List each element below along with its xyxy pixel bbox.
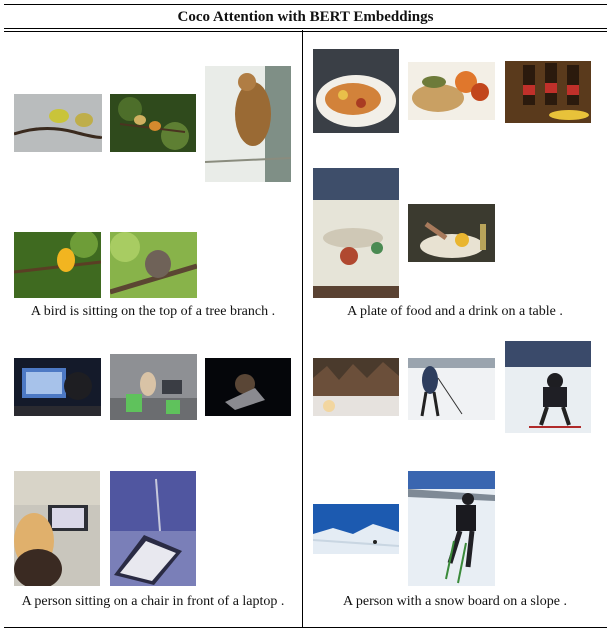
table-title: Coco Attention with BERT Embeddings xyxy=(177,9,434,25)
cell-caption: A person sitting on a chair in front of … xyxy=(21,594,285,609)
top-rule xyxy=(4,4,607,5)
cell-caption: A bird is sitting on the top of a tree b… xyxy=(30,304,276,319)
bird-image xyxy=(110,232,197,298)
column-divider xyxy=(302,30,303,628)
bird-image xyxy=(205,66,291,182)
snow-image xyxy=(408,471,495,586)
food-image xyxy=(313,49,399,133)
laptop-image xyxy=(14,358,101,416)
laptop-image xyxy=(205,358,291,416)
food-image xyxy=(313,168,399,298)
food-image xyxy=(408,204,495,262)
snow-image xyxy=(505,341,591,433)
drink-image xyxy=(505,61,591,123)
bird-image xyxy=(14,94,102,152)
cell-caption: A plate of food and a drink on a table . xyxy=(347,304,563,319)
laptop-image xyxy=(110,354,197,420)
bird-image xyxy=(14,232,101,298)
snow-image xyxy=(313,358,399,416)
snow-image xyxy=(313,504,399,554)
laptop-image xyxy=(14,471,100,586)
title-rule-lower xyxy=(4,31,607,32)
cell-caption: A person with a snow board on a slope . xyxy=(343,594,567,609)
snow-image xyxy=(408,358,495,420)
food-image xyxy=(408,62,495,120)
bottom-rule xyxy=(4,627,607,628)
title-rule-upper xyxy=(4,28,607,29)
laptop-image xyxy=(110,471,196,586)
bird-image xyxy=(110,94,196,152)
